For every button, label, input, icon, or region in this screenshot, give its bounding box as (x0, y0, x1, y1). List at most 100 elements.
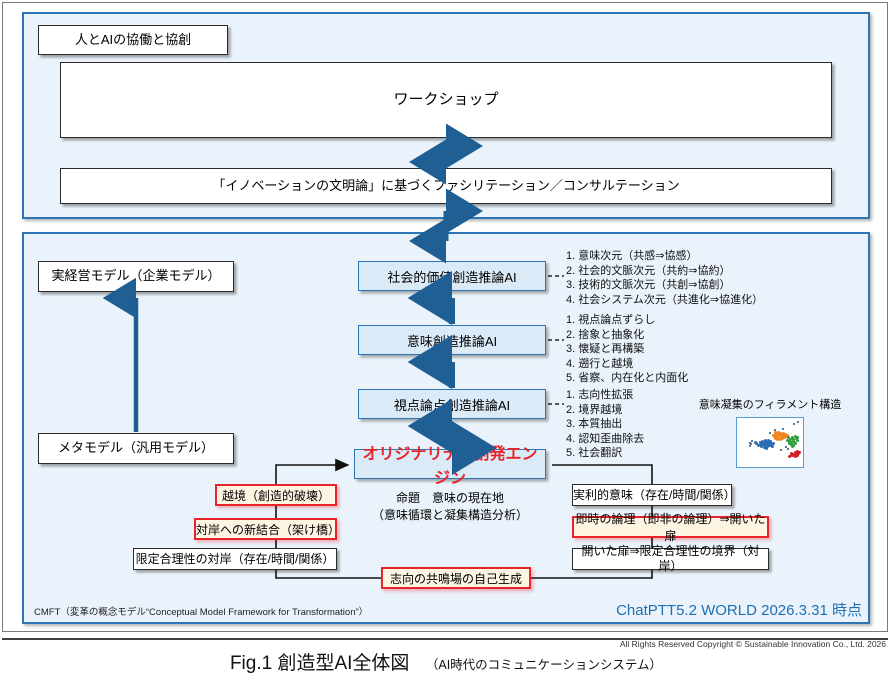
scatter-point (772, 434, 776, 438)
scatter-point (786, 438, 790, 442)
scatter-point (779, 449, 782, 452)
scatter-point (796, 454, 800, 458)
scatter-point (759, 444, 763, 448)
scatter-point (769, 431, 771, 434)
scatter-point (749, 443, 752, 446)
scatter-point (771, 445, 775, 449)
scatter-point (758, 441, 762, 444)
scatter-point (759, 442, 763, 446)
scatter-point (795, 439, 799, 443)
dimension-list-viewpoint-item-4: 4. 認知歪曲除去 (566, 432, 645, 445)
cmft-footnote: CMFT（変革の概念モデル“Conceptual Model Framework… (34, 607, 369, 618)
scatter-point (767, 439, 771, 443)
scatter-point (797, 450, 801, 454)
dimension-list-viewpoint-item-2: 2. 境界越境 (566, 403, 623, 416)
left-flow-box-3: 限定合理性の対岸（存在/時間/関係） (133, 548, 337, 570)
social-value-creation-ai-label: 社会的価値創造推論AI (387, 269, 517, 285)
dimension-list-meaning-item-1: 1. 視点論点ずらし (566, 314, 656, 326)
scatter-point (788, 441, 792, 445)
scatter-point (749, 441, 752, 444)
scatter-point (773, 431, 777, 435)
human-ai-collaboration-tag: 人とAIの協働と協創 (38, 25, 228, 55)
scatter-point (787, 439, 791, 443)
scatter-point (748, 445, 751, 448)
originality-emergence-engine-label: オリジナリティ創発エンジン (362, 446, 538, 487)
dimension-list-viewpoint: 1. 志向性拡張 2. 境界越境 3. 本質抽出 4. 認知歪曲除去 5. 社会… (566, 388, 644, 461)
dimension-list-social-item-3: 3. 技術的文脈次元（共創⇒協創） (566, 279, 731, 291)
scatter-point (781, 437, 785, 441)
scatter-point (795, 450, 799, 454)
version-label: ChatPTT5.2 WORLD 2026.3.31 時点 (616, 602, 862, 619)
scatter-point (789, 451, 793, 455)
scatter-point (792, 454, 796, 458)
meaning-creation-ai-box: 意味創造推論AI (358, 325, 546, 355)
viewpoint-creation-ai-box: 視点論点創造推論AI (358, 389, 546, 419)
figure-caption-sub: （AI時代のコミュニケーションシステム） (425, 658, 663, 672)
scatter-point (793, 451, 797, 455)
scatter-point (757, 443, 761, 447)
scatter-point (786, 436, 790, 440)
scatter-point (796, 436, 800, 440)
copyright-notice: All Rights Reserved Copyright © Sustaina… (619, 639, 886, 649)
dimension-list-social-item-1: 1. 意味次元（共感⇒協感） (566, 250, 698, 262)
scatter-point (790, 453, 794, 457)
scatter-point (765, 444, 769, 448)
scatter-point (777, 430, 781, 434)
filament-structure-scatter-plot (736, 417, 804, 468)
dimension-list-meaning-item-3: 3. 懐疑と再構築 (566, 343, 645, 355)
meta-model-label: メタモデル（汎用モデル） (57, 440, 214, 456)
social-value-creation-ai-box: 社会的価値創造推論AI (358, 261, 546, 291)
scatter-point (775, 438, 779, 442)
dimension-list-meaning-item-5: 5. 省察、内在化と内面化 (566, 372, 689, 384)
dimension-list-social: 1. 意味次元（共感⇒協感） 2. 社会的文脈次元（共約⇒協約） 3. 技術的文… (566, 249, 763, 307)
scatter-point (794, 454, 798, 458)
figure-caption-main: Fig.1 創造型AI全体図 (229, 653, 410, 674)
scatter-point (774, 429, 777, 432)
facilitation-box: 「イノベーションの文明論」に基づくファシリテーション／コンサルテーション (60, 168, 832, 204)
dimension-list-social-item-2: 2. 社会的文脈次元（共約⇒協約） (566, 264, 731, 277)
scatter-point (794, 442, 798, 446)
scatter-point (796, 421, 799, 424)
scatter-point (792, 437, 796, 441)
originality-emergence-engine-box: オリジナリティ創発エンジン (354, 446, 546, 487)
workshop-box: ワークショップ (60, 62, 832, 138)
dimension-list-meaning-item-4: 4. 遡行と越境 (566, 357, 634, 370)
dimension-list-meaning: 1. 視点論点ずらし 2. 捨象と抽象化 3. 懐疑と再構築 4. 遡行と越境 … (566, 313, 688, 386)
scatter-point (750, 439, 753, 442)
meaning-creation-ai-label: 意味創造推論AI (406, 333, 498, 349)
scatter-point (763, 439, 767, 443)
facilitation-label: 「イノベーションの文明論」に基づくファシリテーション／コンサルテーション (212, 177, 680, 193)
scatter-point (788, 455, 792, 459)
scatter-point (784, 446, 787, 449)
real-management-model-box: 実経営モデル（企業モデル） (38, 261, 234, 292)
scatter-point (753, 440, 757, 444)
workshop-label: ワークショップ (393, 90, 499, 108)
scatter-point (771, 441, 775, 445)
right-flow-box-3: 開いた扉⇒限定合理性の境界（対岸） (572, 544, 769, 573)
scatter-point (767, 443, 771, 447)
proposition-line-1: 命題 意味の現在地 (395, 491, 504, 505)
left-flow-box-1: 越境（創造的破壊） (215, 484, 337, 506)
scatter-point (790, 435, 794, 439)
scatter-point (781, 432, 785, 436)
horizontal-rule (2, 638, 888, 640)
scatter-point (762, 445, 766, 449)
human-ai-collaboration-label: 人とAIの協働と協創 (74, 31, 192, 47)
bottom-loop-box: 志向の共鳴場の自己生成 (381, 567, 531, 589)
scatter-point (769, 440, 773, 444)
scatter-point (779, 437, 783, 441)
scatter-point (765, 446, 769, 450)
scatter-point (793, 435, 797, 439)
scatter-title: 意味凝集のフィラメント構造 (698, 399, 842, 411)
scatter-point (789, 441, 793, 444)
figure-caption: Fig.1 創造型AI全体図 （AI時代のコミュニケーションシステム） (0, 648, 892, 675)
scatter-point (787, 448, 790, 451)
scatter-point (783, 436, 787, 440)
scatter-point (785, 433, 789, 437)
proposition-line-2: （意味循環と凝集構造分析） (371, 508, 528, 522)
dimension-list-viewpoint-item-1: 1. 志向性拡張 (566, 389, 634, 401)
viewpoint-creation-ai-label: 視点論点創造推論AI (393, 397, 511, 413)
scatter-point (761, 440, 765, 444)
scatter-point (782, 427, 785, 430)
